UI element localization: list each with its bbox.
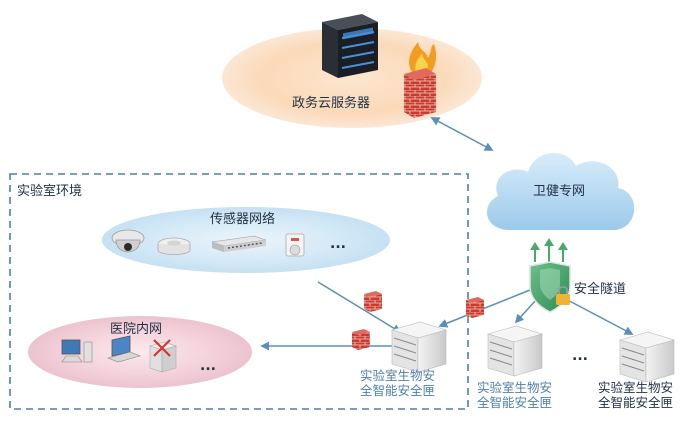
desktop-computer-icon [61, 339, 93, 363]
sensor-ellipsis: ... [330, 236, 346, 252]
hospital-network-zone [28, 316, 252, 388]
safety-box-3-icon [618, 331, 676, 383]
hospital-ellipsis: ... [200, 358, 216, 374]
cloud-label: 卫健专网 [533, 184, 586, 199]
safety-box-3-line1: 实验室生物安 [598, 380, 674, 395]
safety-box-1-label: 实验室生物安 全智能安全匣 [360, 368, 435, 398]
network-switch-icon [211, 235, 267, 252]
box-ellipsis: ... [572, 348, 588, 364]
safety-box-3-line2: 全智能安全匣 [598, 395, 674, 410]
safety-box-2-label: 实验室生物安 全智能安全匣 [477, 380, 552, 410]
tunnel-link-1 [438, 289, 531, 328]
safety-box-1-line2: 全智能安全匣 [360, 383, 436, 398]
security-shield-icon [529, 261, 571, 313]
hospital-network-label: 医院内网 [110, 322, 163, 337]
safety-box-3-label: 实验室生物安 全智能安全匣 [598, 380, 673, 410]
firewall-small-3-icon [466, 297, 484, 318]
server-tower-icon [322, 14, 378, 78]
firewall-small-1-icon [364, 291, 382, 312]
lab-environment-boundary [9, 173, 469, 410]
tunnel-link-2 [514, 299, 537, 324]
firewall-small-2-icon [352, 329, 370, 350]
lab-environment-label: 实验室环境 [17, 184, 83, 199]
safety-box-2-icon [486, 325, 544, 377]
blocked-device-icon [148, 339, 178, 373]
firewall-icon [404, 42, 437, 118]
server-cloud-link [430, 117, 494, 151]
laptop-icon [107, 335, 141, 363]
safety-box-1-icon [390, 321, 448, 373]
tunnel-label: 安全隧道 [574, 282, 627, 297]
server-label: 政务云服务器 [292, 96, 371, 111]
safety-box-2-line1: 实验室生物安 [477, 380, 553, 395]
uplink-arrows-icon [530, 238, 568, 262]
safety-box-2-line2: 全智能安全匣 [477, 395, 553, 410]
health-network-cloud [486, 153, 635, 230]
sensor-to-box-arrow [317, 281, 402, 333]
dome-camera-icon [111, 229, 145, 253]
tunnel-link-3 [559, 295, 634, 335]
sensor-device-icon [285, 233, 305, 257]
safety-box-1-line1: 实验室生物安 [360, 368, 436, 383]
sensor-network-label: 传感器网络 [210, 212, 276, 227]
smoke-detector-icon [157, 237, 191, 255]
